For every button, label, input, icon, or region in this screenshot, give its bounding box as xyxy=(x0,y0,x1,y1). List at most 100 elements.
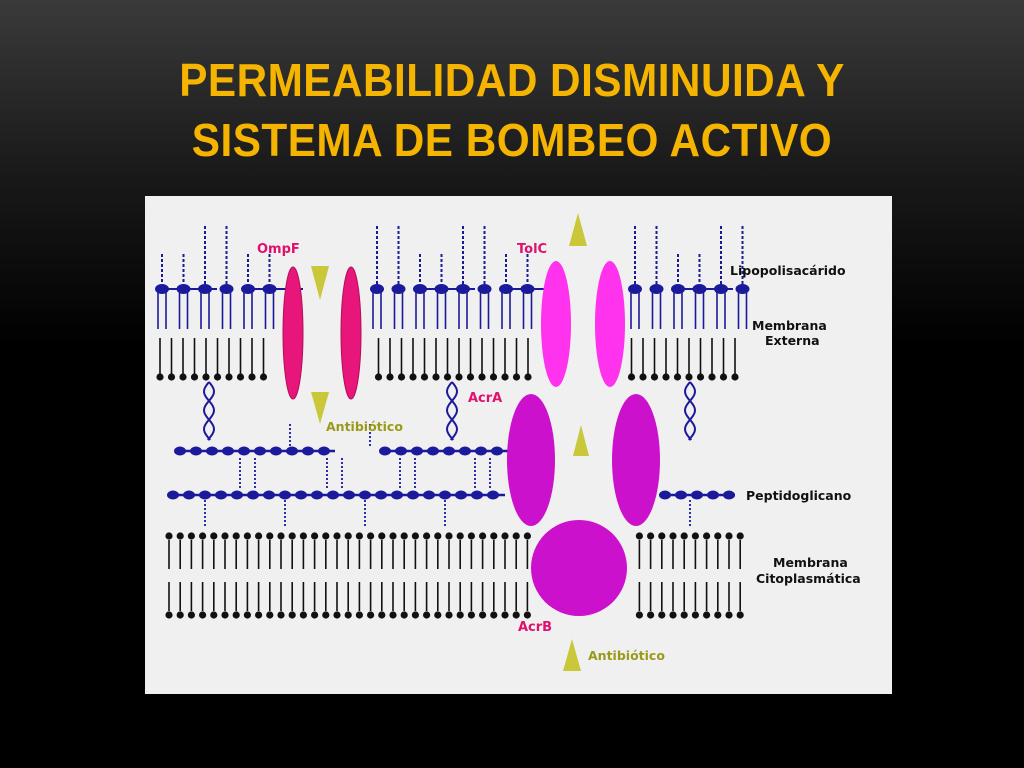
glycan-unit xyxy=(286,446,298,456)
inner-lipid-head xyxy=(210,532,218,540)
outer-lipid-head xyxy=(512,373,521,381)
inner-lipid-head xyxy=(490,532,498,540)
acrb-pump xyxy=(531,520,627,616)
glycan-unit xyxy=(311,490,323,500)
lps-head xyxy=(649,284,664,294)
glycan-unit xyxy=(443,446,455,456)
lps-layer xyxy=(155,226,750,329)
inner-lipid-head xyxy=(333,532,341,540)
glycan-unit xyxy=(318,446,330,456)
inner-lipid-head xyxy=(411,611,419,619)
outer-lipid-head xyxy=(466,373,475,381)
outer-lipid-head xyxy=(455,373,463,381)
inner-lipid-head xyxy=(210,611,218,619)
glycan-unit xyxy=(691,490,703,500)
glycan-unit xyxy=(411,446,423,456)
inner-lipid-head xyxy=(456,611,464,619)
lipoprotein-helix xyxy=(684,381,697,441)
glycan-unit xyxy=(459,446,471,456)
outer-lipid-head xyxy=(673,373,682,381)
inner-lipid-head xyxy=(322,532,330,540)
membrane-diagram: OmpF TolC AcrA AcrB Antibiótico Antibiót… xyxy=(145,196,892,694)
outer-lipid-head xyxy=(420,373,429,381)
glycan-unit xyxy=(183,490,195,500)
outer-membrane-label-1: Membrana xyxy=(752,318,827,333)
inner-lipid-head xyxy=(221,532,229,540)
outer-lipid-head xyxy=(432,373,440,381)
outer-lipid-head xyxy=(662,373,670,381)
outer-lipid-head xyxy=(386,373,394,381)
glycan-unit xyxy=(199,490,211,500)
inner-lipid-head xyxy=(389,532,397,540)
glycan-unit xyxy=(167,490,179,500)
antibiotic-triangle-acrb xyxy=(563,639,581,671)
outer-lipid-head xyxy=(397,373,406,381)
inner-lipid-head xyxy=(355,611,363,619)
inner-lipid-head xyxy=(311,532,319,540)
acrb-label: AcrB xyxy=(518,620,552,635)
glycan-unit xyxy=(375,490,387,500)
cytoplasmic-membrane-layer xyxy=(165,532,744,619)
inner-lipid-head xyxy=(423,532,431,540)
inner-lipid-head xyxy=(512,532,520,540)
inner-lipid-head xyxy=(456,532,464,540)
inner-lipid-head xyxy=(322,611,330,619)
inner-lipid-head xyxy=(423,611,431,619)
glycan-unit xyxy=(427,446,439,456)
outer-lipid-head xyxy=(409,373,417,381)
inner-lipid-head xyxy=(467,532,475,540)
glycan-unit xyxy=(247,490,259,500)
glycan-unit xyxy=(190,446,202,456)
ompf-porin-right xyxy=(340,266,362,400)
inner-lipid-head xyxy=(288,532,296,540)
inner-lipid-head xyxy=(680,532,688,540)
inner-lipid-head xyxy=(523,611,531,619)
inner-lipid-head xyxy=(490,611,498,619)
inner-lipid-head xyxy=(277,532,285,540)
inner-lipid-head xyxy=(703,532,711,540)
inner-lipid-head xyxy=(221,611,229,619)
inner-lipid-head xyxy=(669,532,677,540)
inner-lipid-head xyxy=(714,532,722,540)
antibiotic-label-2: Antibiótico xyxy=(588,648,665,663)
inner-lipid-head xyxy=(344,532,352,540)
outer-membrane-label-2: Externa xyxy=(765,333,820,348)
outer-lipid-head xyxy=(708,373,716,381)
inner-lipid-head xyxy=(232,611,240,619)
glycan-unit xyxy=(707,490,719,500)
outer-lipid-head xyxy=(478,373,486,381)
glycan-unit xyxy=(279,490,291,500)
acra-label: AcrA xyxy=(468,391,502,406)
inner-lipid-head xyxy=(691,611,700,619)
ompf-label: OmpF xyxy=(257,242,300,257)
glycan-unit xyxy=(491,446,503,456)
inner-lipid-head xyxy=(333,611,341,619)
inner-lipid-head xyxy=(523,532,531,540)
lps-head xyxy=(219,284,234,294)
glycan-unit xyxy=(295,490,307,500)
glycan-unit xyxy=(475,446,487,456)
inner-lipid-head xyxy=(187,532,195,540)
inner-lipid-head xyxy=(736,611,744,619)
glycan-unit xyxy=(270,446,282,456)
inner-lipid-head xyxy=(299,532,307,540)
cytoplasmic-membrane-label-1: Membrana xyxy=(773,555,848,570)
inner-lipid-head xyxy=(635,532,643,540)
inner-lipid-head xyxy=(165,532,173,540)
inner-lipid-head xyxy=(658,532,666,540)
inner-lipid-head xyxy=(243,611,251,619)
inner-lipid-head xyxy=(389,611,397,619)
slide-title: PERMEABILIDAD DISMINUIDA Y SISTEMA DE BO… xyxy=(41,50,983,170)
lipoprotein-helix xyxy=(203,381,216,441)
inner-lipid-head xyxy=(400,611,408,619)
outer-lipid-head xyxy=(443,373,452,381)
outer-lipid-head xyxy=(696,373,705,381)
inner-lipid-head xyxy=(479,532,487,540)
tolc-channel-left xyxy=(541,261,571,387)
glycan-unit xyxy=(238,446,250,456)
antibiotic-triangle-acra xyxy=(573,425,589,456)
outer-lipid-head xyxy=(248,373,256,381)
inner-lipid-head xyxy=(669,611,677,619)
inner-lipid-head xyxy=(355,532,363,540)
glycan-unit xyxy=(407,490,419,500)
